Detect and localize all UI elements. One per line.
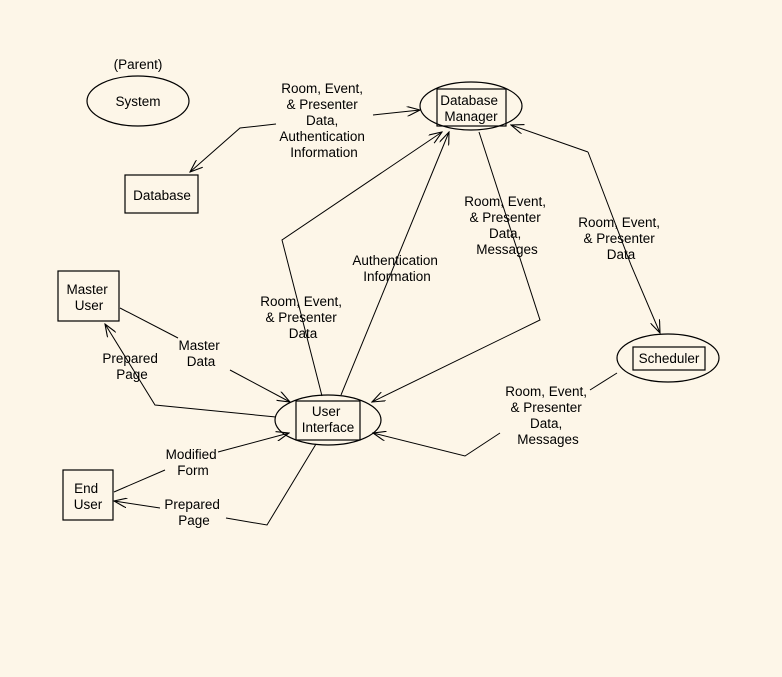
flow-arrow-enduser-ui: [113, 469, 166, 493]
flow-arrow-scheduler-ui-tail: [373, 433, 501, 457]
flow-arrow-ui-auth-dbmgr: [340, 132, 449, 396]
system-ellipse: [86, 75, 190, 127]
flow-lines: [105, 110, 660, 526]
scheduler-node: Scheduler: [616, 333, 720, 383]
master-user-label: Master User: [66, 282, 111, 313]
master-user-box: [57, 270, 120, 322]
flow-arrow-dbmgr-scheduler: [587, 151, 660, 333]
flow-label-master-to-ui: Master Data: [178, 338, 223, 369]
flow-arrow-master-ui-tail: [229, 369, 290, 402]
user-interface-box: [295, 400, 361, 441]
system-parent-note: (Parent): [114, 57, 163, 72]
flow-arrow-master-ui: [119, 307, 179, 339]
flow-arrow-dbmgr-ui: [372, 131, 541, 402]
scheduler-ellipse: [616, 333, 720, 383]
flow-arrow-ui-enduser-tail: [114, 501, 161, 509]
flow-label-ui-data-to-dbmgr: Room, Event, & Presenter Data: [260, 294, 346, 341]
flow-arrow-scheduler-ui: [589, 372, 618, 391]
flow-label-ui-to-master: Prepared Page: [102, 351, 161, 382]
system-node: (Parent) System: [86, 57, 190, 127]
flow-label-dbmgr-scheduler: Room, Event, & Presenter Data: [578, 215, 664, 262]
flow-arrow-dbmgr-database: [190, 123, 277, 172]
database-node: Database: [124, 174, 199, 214]
flow-label-scheduler-to-ui: Room, Event, & Presenter Data, Messages: [505, 384, 591, 447]
system-label: System: [115, 94, 160, 109]
flow-arrow-enduser-ui-tail: [217, 433, 289, 453]
flow-arrow-scheduler-dbmgr: [511, 125, 589, 153]
user-interface-ellipse: [274, 394, 382, 446]
scheduler-label: Scheduler: [639, 351, 700, 366]
database-manager-node: Database Manager: [419, 81, 523, 131]
user-interface-label: User Interface: [302, 404, 355, 435]
flow-arrow-database-dbmgr: [372, 110, 420, 115]
user-interface-node: User Interface: [274, 394, 382, 446]
end-user-node: End User: [62, 469, 114, 521]
flow-labels: Room, Event, & Presenter Data, Authentic…: [102, 81, 664, 528]
flow-label-dbmgr-to-ui: Room, Event, & Presenter Data, Messages: [464, 194, 550, 257]
flow-label-enduser-to-ui: Modified Form: [166, 447, 221, 478]
master-user-node: Master User: [57, 270, 120, 322]
database-box: [124, 174, 199, 214]
flow-label-dbmgr-database: Room, Event, & Presenter Data, Authentic…: [279, 81, 368, 160]
flow-arrow-ui-enduser: [225, 443, 317, 526]
end-user-label: End User: [74, 481, 103, 512]
database-label: Database: [133, 188, 191, 203]
flow-label-ui-to-enduser: Prepared Page: [164, 497, 223, 528]
flow-arrow-ui-master: [105, 324, 277, 418]
scheduler-box: [632, 346, 706, 371]
flow-label-ui-auth-to-dbmgr: Authentication Information: [352, 253, 441, 284]
end-user-box: [62, 469, 114, 521]
database-manager-box: [436, 88, 507, 127]
database-manager-label: Database Manager: [440, 93, 502, 124]
flow-arrow-ui-data-dbmgr: [281, 132, 442, 397]
